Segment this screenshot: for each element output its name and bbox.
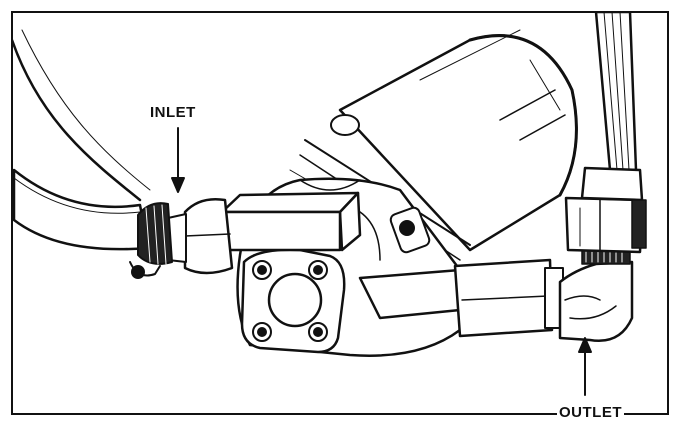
outlet-hose xyxy=(594,12,638,172)
diagram-frame xyxy=(11,11,669,415)
outlet-label: OUTLET xyxy=(557,404,624,422)
inlet-hose xyxy=(12,29,151,251)
hose-clamp xyxy=(129,202,173,279)
inlet-label: INLET xyxy=(148,104,198,122)
inlet-fitting xyxy=(167,198,234,275)
inlet-arrow xyxy=(171,127,185,193)
outlet-pipe xyxy=(358,258,564,338)
outlet-arrow xyxy=(578,337,592,396)
pump-end-cap xyxy=(240,248,346,354)
outlet-nut xyxy=(564,166,647,254)
inlet-port-block xyxy=(220,191,362,252)
outlet-elbow xyxy=(558,249,634,342)
